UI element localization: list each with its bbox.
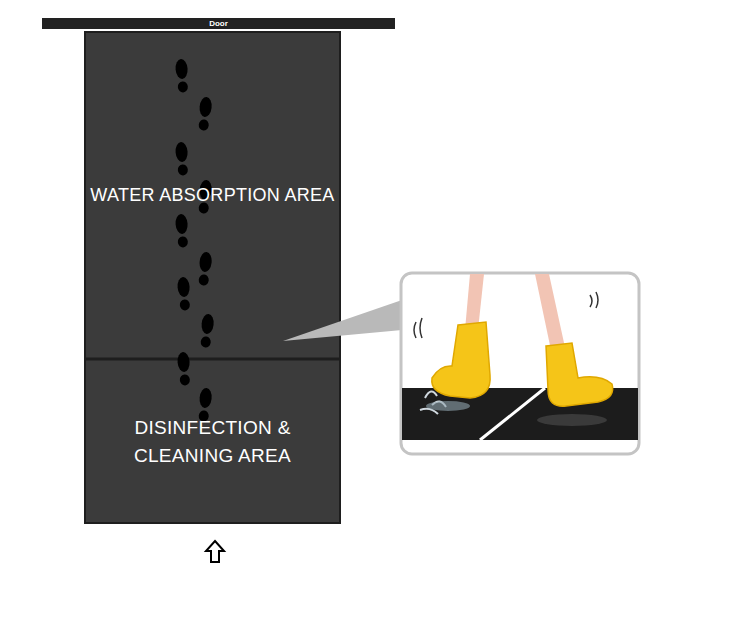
footprint <box>197 251 212 286</box>
callout-pointer <box>283 300 402 341</box>
mat-divider <box>85 358 340 361</box>
area-label: WATER ABSORPTION AREA <box>90 182 334 208</box>
area-label: DISINFECTION & CLEANING AREA <box>113 414 313 469</box>
footprint <box>197 96 212 131</box>
boots-scene <box>402 274 638 440</box>
callout-frame <box>401 273 639 454</box>
area-band: WATER ABSORPTION AREA <box>85 32 340 359</box>
door-bar: Door <box>42 18 395 29</box>
footprints <box>175 59 215 422</box>
door-label: Door <box>209 20 228 28</box>
mat <box>85 32 340 523</box>
footprint <box>175 142 189 176</box>
footprint <box>177 352 191 386</box>
footprint <box>175 59 189 93</box>
area-band: DISINFECTION & CLEANING AREA <box>85 360 340 523</box>
footprint <box>177 277 191 311</box>
footprint <box>175 214 189 248</box>
entry-arrow <box>206 541 224 562</box>
footprint <box>199 313 214 348</box>
footprint <box>197 387 212 422</box>
